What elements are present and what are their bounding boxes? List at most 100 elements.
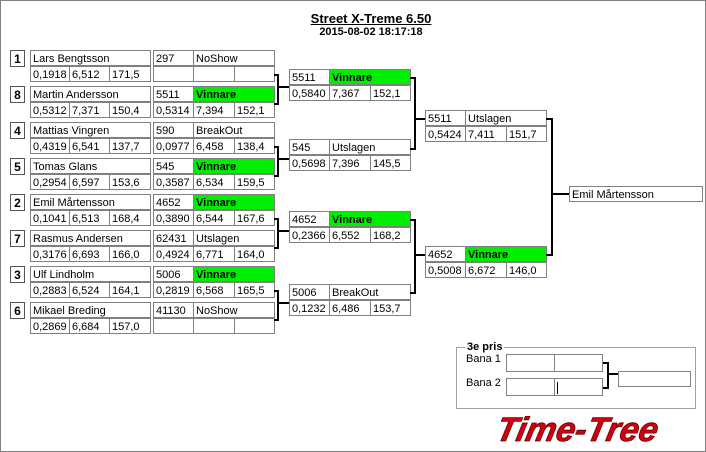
result-status: Vinnare [193, 86, 275, 102]
seed-badge: 6 [10, 302, 25, 319]
lane2-number-input[interactable] [506, 378, 555, 396]
speed: 168,4 [109, 210, 151, 226]
car-number: 5511 [153, 86, 194, 102]
reaction-time [153, 66, 194, 82]
speed: 164,0 [234, 246, 275, 262]
car-number: 5006 [153, 266, 194, 282]
bracket-line [415, 254, 425, 256]
speed: 153,6 [109, 174, 151, 190]
final-winner[interactable]: Emil Mårtensson [569, 186, 703, 202]
result-status: NoShow [193, 302, 275, 318]
reaction-time: 0,3890 [153, 210, 194, 226]
result-status: Utslagen [329, 139, 411, 155]
player-name: Ulf Lindholm [30, 266, 151, 282]
reaction-time: 0,1918 [30, 66, 70, 82]
time-tree-logo: Time-Tree [492, 411, 662, 449]
speed: 164,1 [109, 282, 151, 298]
elapsed-time: 6,684 [69, 318, 110, 334]
lane2-label: Bana 2 [466, 377, 501, 389]
speed: 165,5 [234, 282, 275, 298]
elapsed-time: 6,534 [193, 174, 235, 190]
elapsed-time: 6,597 [69, 174, 110, 190]
seed-badge: 3 [10, 266, 25, 283]
reaction-time: 0,2819 [153, 282, 194, 298]
event-datetime: 2015-08-02 18:17:18 [319, 26, 423, 38]
reaction-time [153, 318, 194, 334]
speed: 145,5 [370, 155, 411, 171]
bracket-line [274, 74, 279, 105]
bracket-line [274, 290, 279, 321]
bracket-line [278, 230, 289, 232]
reaction-time: 0,0977 [153, 138, 194, 154]
elapsed-time: 6,693 [69, 246, 110, 262]
bracket-line [274, 146, 279, 177]
bracket-line [278, 86, 289, 88]
player-name: Rasmus Andersen [30, 230, 151, 246]
result-status: Vinnare [193, 158, 275, 174]
bracket-line [278, 158, 289, 160]
bracket-line [546, 118, 553, 256]
speed: 151,7 [506, 126, 547, 142]
car-number: 4652 [153, 194, 194, 210]
elapsed-time: 7,394 [193, 102, 235, 118]
speed: 150,4 [109, 102, 151, 118]
lane2-status-input[interactable] [554, 378, 603, 396]
speed: 167,6 [234, 210, 275, 226]
reaction-time: 0,2366 [289, 227, 330, 243]
result-status: Vinnare [193, 266, 275, 282]
third-place-group: 3e pris [456, 341, 696, 409]
bracket-line [603, 362, 609, 389]
speed: 152,1 [370, 85, 411, 101]
player-name: Martin Andersson [30, 86, 151, 102]
speed: 146,0 [506, 262, 547, 278]
car-number: 4652 [425, 246, 466, 262]
reaction-time: 0,3587 [153, 174, 194, 190]
car-number: 297 [153, 50, 194, 66]
car-number: 5511 [425, 110, 466, 126]
speed [234, 318, 275, 334]
result-status: Vinnare [465, 246, 547, 262]
elapsed-time: 7,396 [329, 155, 371, 171]
elapsed-time: 6,672 [465, 262, 507, 278]
reaction-time: 0,2869 [30, 318, 70, 334]
reaction-time: 0,1232 [289, 300, 330, 316]
third-place-winner[interactable] [618, 371, 691, 387]
bracket-line [552, 193, 569, 195]
seed-badge: 4 [10, 122, 25, 139]
car-number: 41130 [153, 302, 194, 318]
reaction-time: 0,5008 [425, 262, 466, 278]
bracket-line [608, 373, 618, 375]
speed: 152,1 [234, 102, 275, 118]
player-name: Mikael Breding [30, 302, 151, 318]
reaction-time: 0,1041 [30, 210, 70, 226]
bracket-line [410, 219, 416, 294]
reaction-time: 0,5314 [153, 102, 194, 118]
bracket-line [415, 118, 425, 120]
elapsed-time: 6,568 [193, 282, 235, 298]
elapsed-time: 6,552 [329, 227, 371, 243]
speed: 159,5 [234, 174, 275, 190]
speed: 168,2 [370, 227, 411, 243]
speed: 153,7 [370, 300, 411, 316]
car-number: 590 [153, 122, 194, 138]
result-status: Utslagen [465, 110, 547, 126]
speed: 171,5 [109, 66, 151, 82]
lane1-status-input[interactable] [554, 354, 603, 372]
elapsed-time: 6,524 [69, 282, 110, 298]
reaction-time: 0,5698 [289, 155, 330, 171]
seed-badge: 8 [10, 86, 25, 103]
elapsed-time: 6,486 [329, 300, 371, 316]
lane1-number-input[interactable] [506, 354, 555, 372]
reaction-time: 0,2954 [30, 174, 70, 190]
speed: 157,0 [109, 318, 151, 334]
result-status: Vinnare [329, 211, 411, 227]
car-number: 5006 [289, 284, 330, 300]
elapsed-time [193, 66, 235, 82]
bracket-line [278, 302, 289, 304]
svg-text:Time-Tree: Time-Tree [493, 411, 662, 449]
elapsed-time: 6,541 [69, 138, 110, 154]
reaction-time: 0,5424 [425, 126, 466, 142]
bracket-line [274, 218, 279, 249]
reaction-time: 0,4319 [30, 138, 70, 154]
